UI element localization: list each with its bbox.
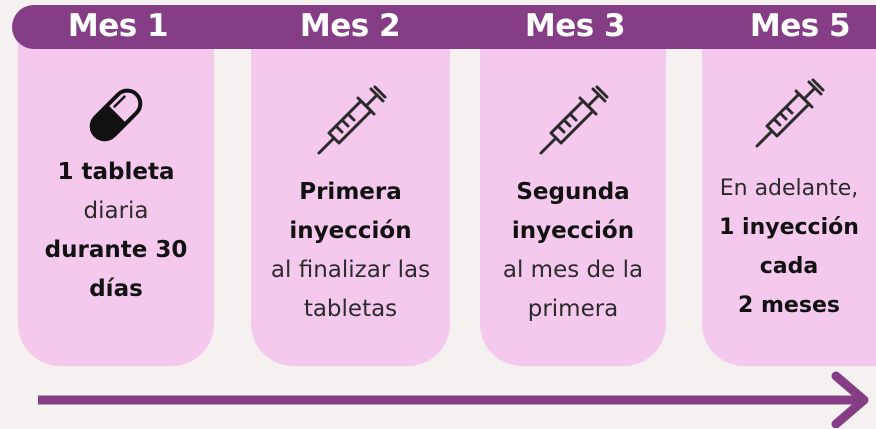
card-line: tabletas	[303, 296, 398, 322]
card-text: En adelante, 1 inyección cada 2 meses	[702, 169, 876, 325]
months-header-bar	[12, 5, 876, 49]
card-month-2: Primera inyección al finalizar las table…	[251, 40, 450, 366]
card-line: 2 meses	[738, 293, 840, 318]
card-line: días	[89, 276, 143, 302]
month-label: Mes 3	[524, 8, 626, 44]
pill-capsule-icon	[89, 88, 143, 142]
syringe-icon	[317, 85, 386, 155]
card-line: diaria	[83, 198, 149, 224]
card-month-1: 1 tableta diaria durante 30 días	[18, 40, 214, 366]
card-line: En adelante,	[719, 176, 859, 201]
card-line: inyección	[511, 218, 635, 244]
card-line: 1 inyección	[719, 215, 859, 240]
card-line: cada	[759, 254, 819, 279]
card-text: 1 tableta diaria durante 30 días	[18, 153, 214, 309]
card-month-3: Segunda inyección al mes de la primera	[480, 40, 666, 366]
month-label: Mes 2	[299, 8, 401, 44]
card-line: al finalizar las	[270, 257, 431, 283]
card-line: Segunda	[516, 179, 630, 205]
card-month-5: En adelante, 1 inyección cada 2 meses	[702, 40, 876, 366]
card-line: durante 30	[44, 237, 188, 263]
timeline-arrow	[38, 371, 869, 428]
month-label: Mes 1	[67, 8, 169, 44]
month-label: Mes 5	[749, 8, 851, 44]
card-line: 1 tableta	[57, 159, 175, 185]
card-line: primera	[527, 296, 619, 322]
card-line: al mes de la	[502, 257, 644, 283]
card-text: Segunda inyección al mes de la primera	[480, 173, 666, 329]
card-line: inyección	[289, 218, 412, 244]
card-line: Primera	[299, 179, 402, 205]
card-text: Primera inyección al finalizar las table…	[251, 173, 450, 329]
syringe-icon	[755, 78, 825, 148]
syringe-icon	[539, 85, 609, 155]
